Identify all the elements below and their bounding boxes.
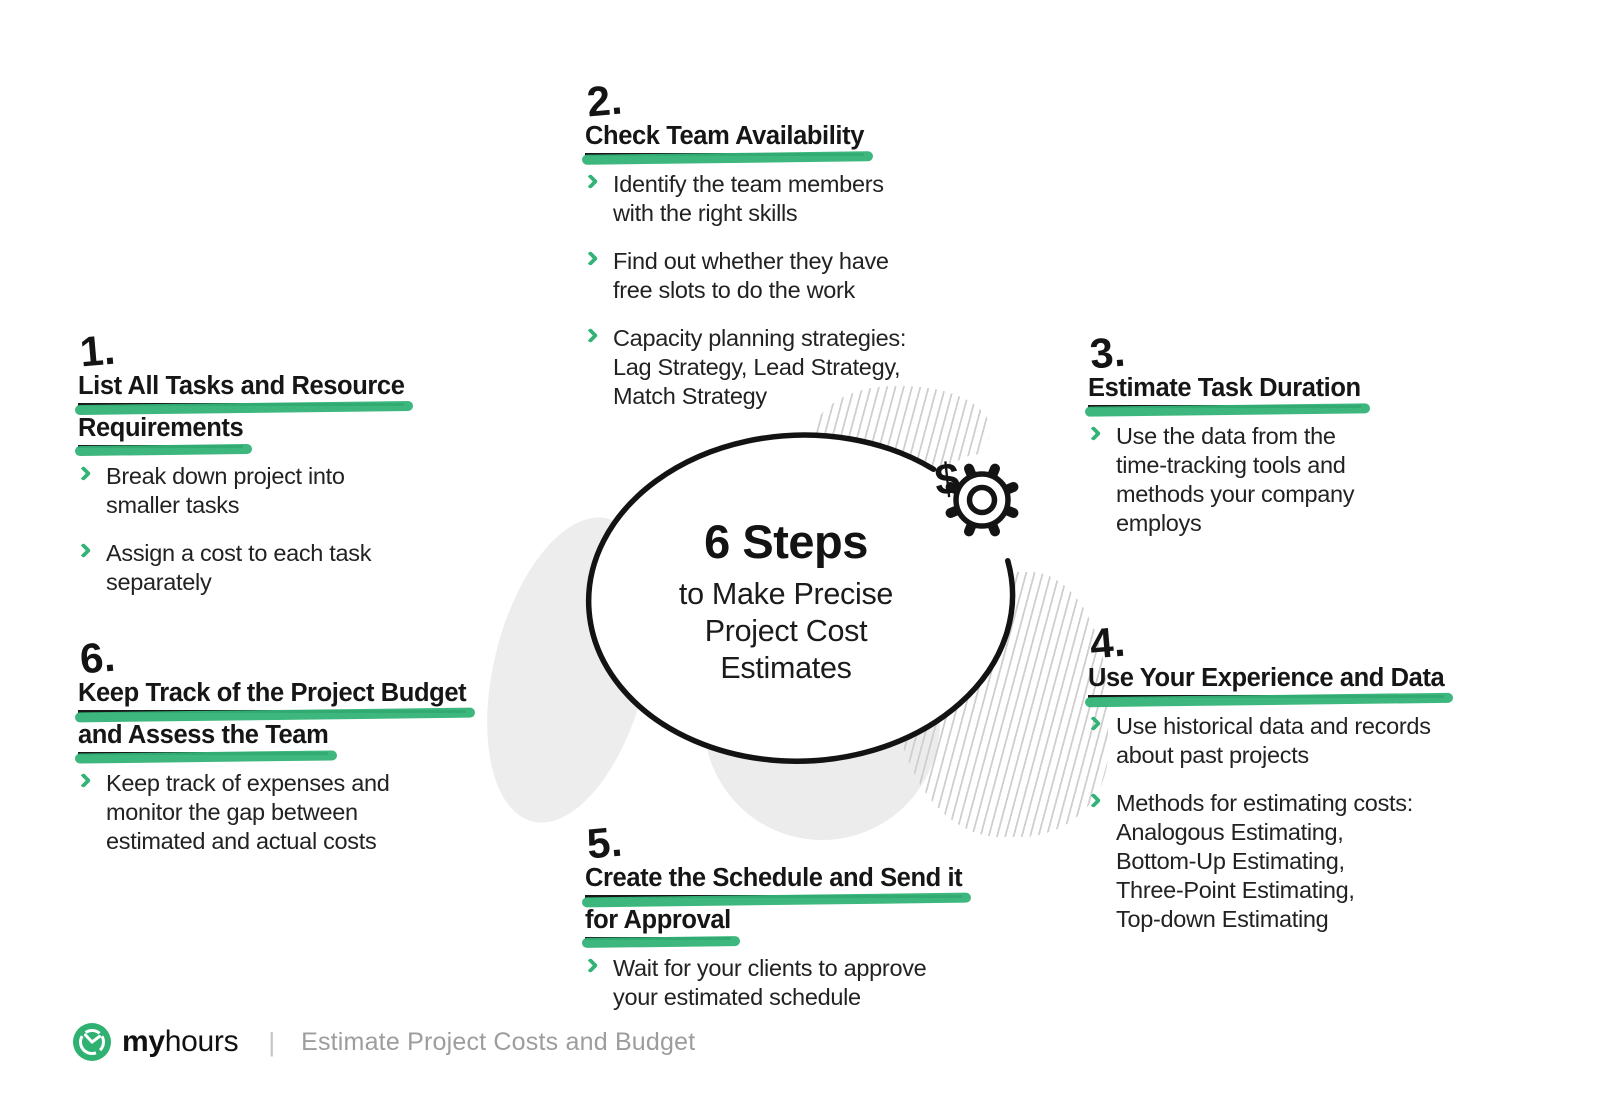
myhours-logo-icon <box>73 1023 111 1061</box>
bullet-text: Use historical data and records about pa… <box>1116 712 1431 768</box>
step-2-title: Check Team Availability <box>585 123 906 156</box>
brand-bold: my <box>122 1025 165 1058</box>
step-6-title: Keep Track of the Project Budget and Ass… <box>78 680 467 755</box>
list-item: Find out whether they have free slots to… <box>582 247 906 305</box>
chevron-right-icon <box>75 542 92 558</box>
bullet-text: Find out whether they have free slots to… <box>613 247 889 303</box>
step-1-section: 1. List All Tasks and Resource Requireme… <box>75 325 405 597</box>
footer-tagline: Estimate Project Costs and Budget <box>301 1027 696 1056</box>
step-4-number: 4. <box>1087 617 1127 668</box>
list-item: Assign a cost to each task separately <box>75 539 404 597</box>
step-3-title: Estimate Task Duration <box>1088 375 1361 408</box>
chevron-right-icon <box>582 250 599 267</box>
step-3-section: 3. Estimate Task Duration Use the data f… <box>1085 327 1361 538</box>
brand-light: hours <box>164 1025 239 1058</box>
step-4-section: 4. Use Your Experience and Data Use hist… <box>1085 617 1445 934</box>
bullet-text: Methods for estimating costs: Analogous … <box>1116 789 1413 932</box>
step-1-title-line-1: List All Tasks and Resource <box>78 373 405 406</box>
list-item: Identify the team members with the right… <box>582 170 906 228</box>
chevron-right-icon <box>582 957 599 973</box>
chevron-right-icon <box>75 465 92 481</box>
chevron-right-icon <box>1085 715 1102 732</box>
list-item: Methods for estimating costs: Analogous … <box>1085 789 1444 934</box>
list-item: Use historical data and records about pa… <box>1085 712 1444 770</box>
step-2-title-line-1: Check Team Availability <box>585 123 864 156</box>
step-3-number: 3. <box>1087 327 1127 378</box>
chevron-right-icon <box>582 327 599 344</box>
chevron-right-icon <box>1085 792 1102 809</box>
step-4-title: Use Your Experience and Data <box>1088 665 1445 698</box>
step-1-title: List All Tasks and Resource Requirements <box>78 373 405 448</box>
list-item: Break down project into smaller tasks <box>75 462 404 520</box>
step-5-number: 5. <box>584 817 624 868</box>
step-2-number: 2. <box>584 75 624 126</box>
step-5-title-line-2: for Approval <box>585 906 731 940</box>
step-5-title: Create the Schedule and Send it for Appr… <box>585 865 963 940</box>
step-1-title-line-2: Requirements <box>78 414 244 448</box>
step-1-number: 1. <box>77 325 117 376</box>
list-item: Wait for your clients to approve your es… <box>582 954 962 1012</box>
step-4-title-line-1: Use Your Experience and Data <box>1088 665 1445 698</box>
step-5-title-line-1: Create the Schedule and Send it <box>585 865 963 898</box>
list-item: Keep track of expenses and monitor the g… <box>75 769 466 856</box>
chevron-right-icon <box>1085 425 1102 442</box>
chevron-right-icon <box>582 173 599 190</box>
bullet-text: Assign a cost to each task separately <box>106 539 372 595</box>
step-6-number: 6. <box>77 632 117 683</box>
bullet-text: Break down project into smaller tasks <box>106 462 345 518</box>
list-item: Capacity planning strategies: Lag Strate… <box>582 324 907 411</box>
brand-wordmark: myhours <box>122 1025 239 1059</box>
step-5-section: 5. Create the Schedule and Send it for A… <box>582 817 963 1012</box>
footer-separator: | <box>268 1026 276 1057</box>
step-3-title-line-1: Estimate Task Duration <box>1088 375 1361 408</box>
bullet-text: Use the data from the time-tracking tool… <box>1116 422 1355 536</box>
bullet-text: Identify the team members with the right… <box>613 170 884 226</box>
bullet-text: Capacity planning strategies: Lag Strate… <box>613 324 907 409</box>
step-6-section: 6. Keep Track of the Project Budget and … <box>75 632 467 856</box>
footer: myhours | Estimate Project Costs and Bud… <box>72 1022 695 1062</box>
bullet-text: Wait for your clients to approve your es… <box>613 954 927 1010</box>
step-2-section: 2. Check Team Availability Identify the … <box>582 75 907 411</box>
chevron-right-icon <box>75 772 92 788</box>
step-6-title-line-1: Keep Track of the Project Budget <box>78 680 467 713</box>
center-title: 6 Steps <box>704 515 868 568</box>
list-item: Use the data from the time-tracking tool… <box>1085 422 1361 538</box>
center-subtitle: to Make Precise Project Cost Estimates <box>678 577 894 685</box>
step-6-title-line-2: and Assess the Team <box>78 721 329 755</box>
bullet-text: Keep track of expenses and monitor the g… <box>106 769 390 854</box>
